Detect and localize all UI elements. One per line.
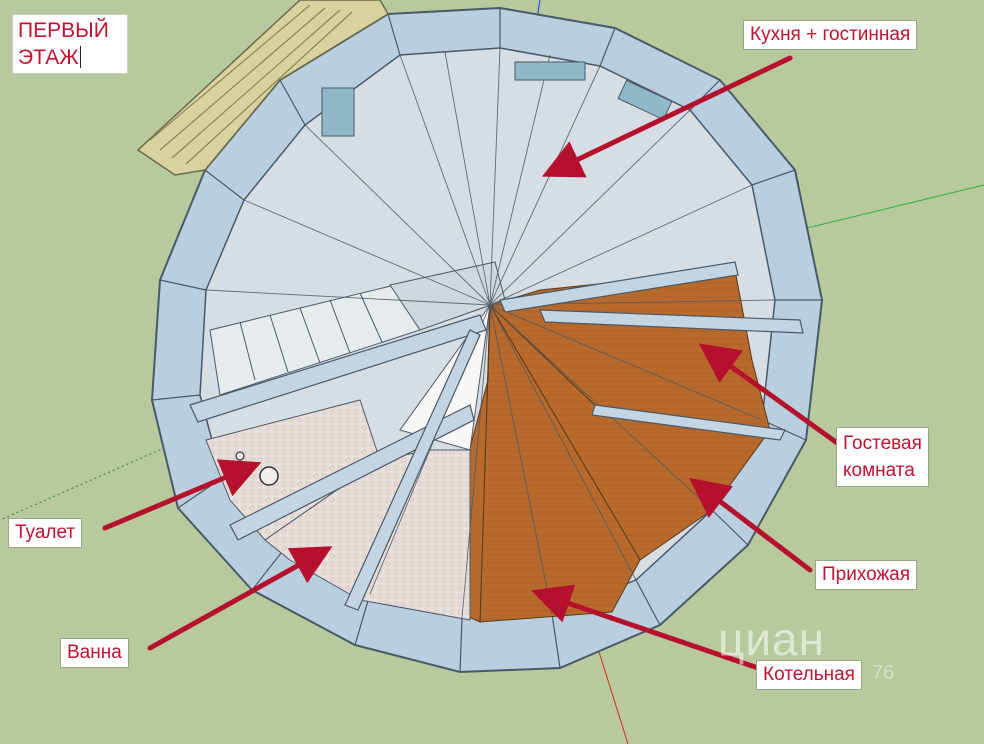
text-caret — [79, 46, 81, 68]
floor-title[interactable]: ПЕРВЫЙ ЭТАЖ — [12, 14, 128, 74]
partition-walls — [189, 261, 804, 611]
arrow-bath — [147, 546, 333, 651]
arrow-guest-room — [698, 343, 843, 448]
staircase — [209, 261, 506, 396]
toilet-fixture-icon — [259, 466, 279, 486]
label-bath: Ванна — [60, 638, 129, 668]
arrow-boiler-room — [531, 584, 761, 671]
arrow-kitchen — [541, 55, 793, 178]
label-guest-room-line2: комната — [843, 460, 915, 481]
terrace-deck — [136, 0, 390, 176]
axis-green-dotted-line — [0, 304, 491, 521]
floor-title-line1: ПЕРВЫЙ — [18, 19, 109, 42]
radial-spokes — [205, 47, 776, 619]
floor-title-line2: ЭТАЖ — [18, 46, 79, 69]
label-toilet: Туалет — [8, 518, 83, 548]
label-guest-room: Гостевая комната — [836, 427, 929, 487]
label-boiler-room: Котельная — [756, 660, 862, 690]
sink-fixture-icon — [235, 451, 245, 461]
label-kitchen: Кухня + гостинная — [743, 20, 918, 50]
windows — [321, 61, 673, 137]
arrow-hall — [689, 477, 813, 573]
arrow-toilet — [102, 459, 262, 531]
label-hall: Прихожая — [815, 560, 918, 590]
annotation-arrows — [102, 55, 843, 671]
label-guest-room-line1: Гостевая — [843, 433, 922, 454]
watermark-id: 76 — [872, 662, 895, 684]
watermark-brand: циан — [718, 613, 826, 665]
